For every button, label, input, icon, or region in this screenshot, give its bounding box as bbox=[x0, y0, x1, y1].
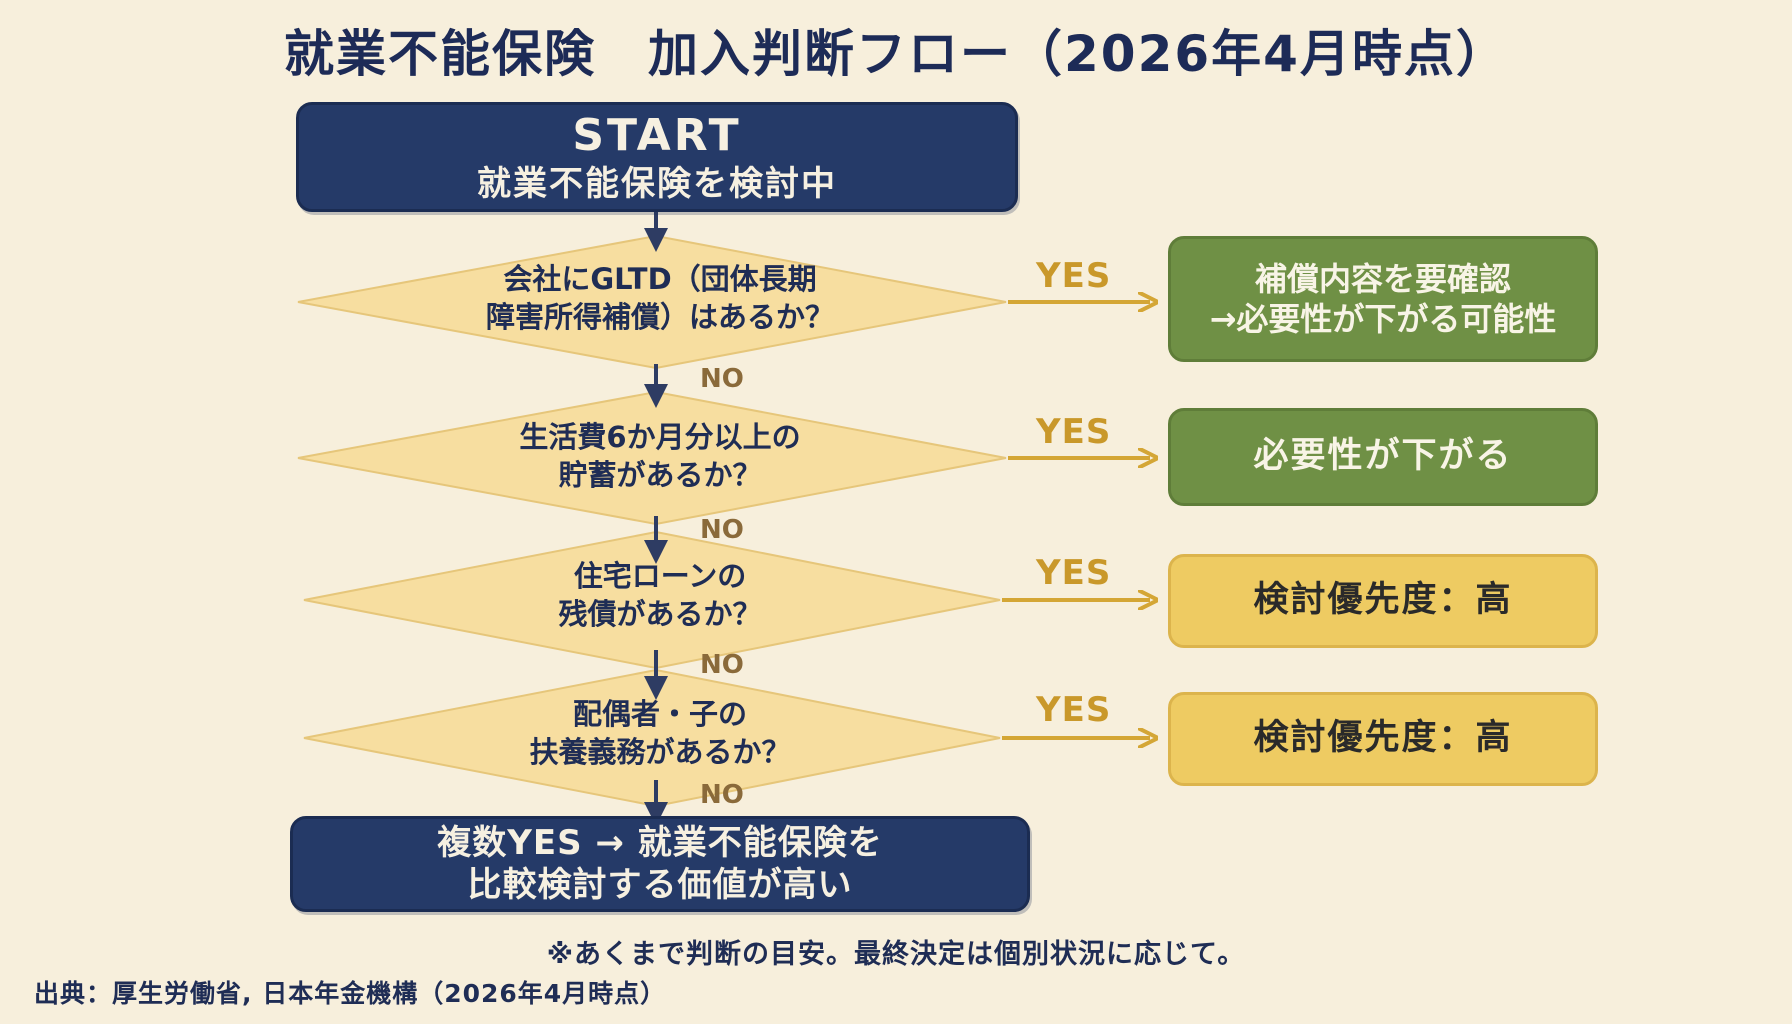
start-label: START bbox=[572, 110, 742, 162]
question-dependents: 配偶者・子の 扶養義務があるか？ bbox=[400, 695, 920, 772]
result-box-savings: 必要性が下がる bbox=[1168, 408, 1598, 506]
question-mortgage: 住宅ローンの 残債があるか？ bbox=[400, 557, 920, 634]
question-gltd-line2: 障害所得補償）はあるか？ bbox=[485, 300, 834, 335]
question-mortgage-line1: 住宅ローンの bbox=[573, 559, 747, 593]
yes-label: YES bbox=[1036, 256, 1112, 296]
no-label: NO bbox=[700, 650, 744, 680]
result-savings-text: 必要性が下がる bbox=[1253, 436, 1513, 477]
conclusion-line2: 比較検討する価値が高い bbox=[467, 865, 853, 905]
yes-label: YES bbox=[1036, 690, 1112, 730]
result-box-dependents: 検討優先度：高 bbox=[1168, 692, 1598, 786]
question-mortgage-line2: 残債があるか？ bbox=[558, 597, 762, 632]
start-subtitle: 就業不能保険を検討中 bbox=[477, 164, 837, 205]
disclaimer-note: ※あくまで判断の目安。最終決定は個別状況に応じて。 bbox=[546, 939, 1246, 970]
page-title: 就業不能保険 加入判断フロー（2026年4月時点） bbox=[284, 25, 1508, 83]
question-gltd: 会社にGLTD（団体長期 障害所得補償）はあるか？ bbox=[400, 260, 920, 337]
question-savings: 生活費6か月分以上の 貯蓄があるか？ bbox=[400, 418, 920, 495]
question-dependents-line1: 配偶者・子の bbox=[572, 697, 747, 731]
question-gltd-line1: 会社にGLTD（団体長期 bbox=[503, 262, 817, 296]
source-credit: 出典：厚生労働省, 日本年金機構（2026年4月時点） bbox=[34, 979, 667, 1008]
result-gltd-line2: →必要性が下がる可能性 bbox=[1209, 300, 1557, 338]
no-label: NO bbox=[700, 364, 744, 394]
result-dependents-text: 検討優先度：高 bbox=[1253, 718, 1513, 759]
question-savings-line1: 生活費6か月分以上の bbox=[519, 420, 801, 454]
yes-label: YES bbox=[1036, 553, 1112, 593]
question-savings-line2: 貯蓄があるか？ bbox=[558, 458, 762, 493]
start-box: START 就業不能保険を検討中 bbox=[296, 102, 1018, 212]
result-gltd-line1: 補償内容を要確認 bbox=[1254, 260, 1511, 298]
result-box-gltd: 補償内容を要確認 →必要性が下がる可能性 bbox=[1168, 236, 1598, 362]
no-label: NO bbox=[700, 780, 744, 810]
yes-label: YES bbox=[1036, 412, 1112, 452]
result-mortgage-text: 検討優先度：高 bbox=[1253, 580, 1513, 621]
conclusion-box: 複数YES → 就業不能保険を 比較検討する価値が高い bbox=[290, 816, 1030, 912]
no-label: NO bbox=[700, 515, 744, 545]
conclusion-line1: 複数YES → 就業不能保険を bbox=[437, 822, 883, 863]
question-dependents-line2: 扶養義務があるか？ bbox=[529, 735, 791, 770]
result-box-mortgage: 検討優先度：高 bbox=[1168, 554, 1598, 648]
